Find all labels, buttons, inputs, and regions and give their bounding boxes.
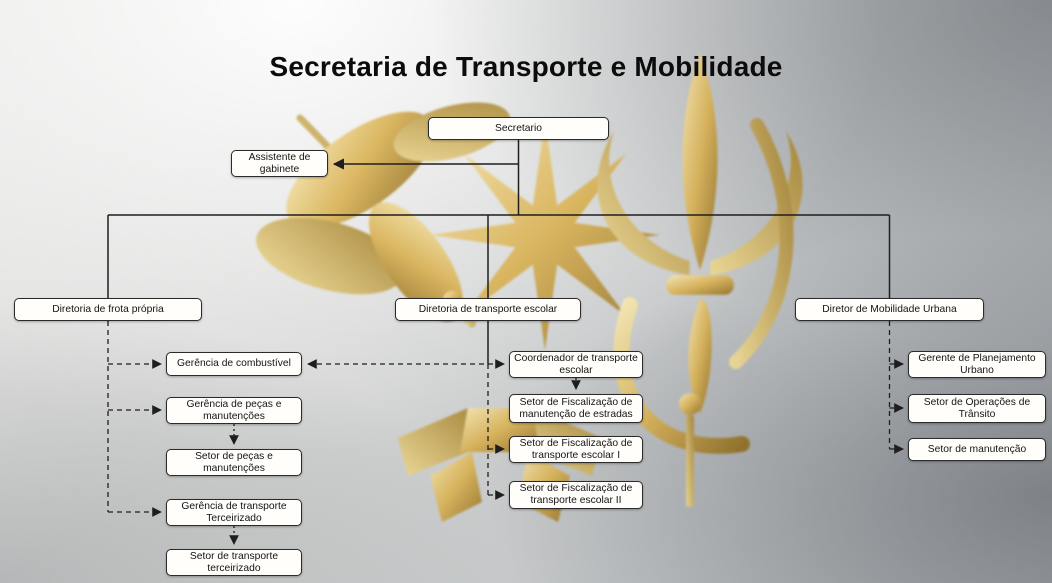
solid-connectors xyxy=(107,140,891,364)
node-diretor-mobilidade-urbana: Diretor de Mobilidade Urbana xyxy=(795,298,984,321)
dashed-connectors xyxy=(107,321,904,517)
node-coordenador-transporte-escolar: Coordenador de transporte escolar xyxy=(509,351,643,378)
node-setor-fiscalizacao-transporte-escolar-2: Setor de Fiscalização de transporte esco… xyxy=(509,481,643,509)
node-gerencia-combustivel: Gerência de combustível xyxy=(166,352,302,376)
node-diretoria-transporte-escolar: Diretoria de transporte escolar xyxy=(395,298,581,321)
node-gerencia-pecas-manutencoes: Gerência de peças e manutenções xyxy=(166,397,302,424)
node-setor-fiscalizacao-manutencao-estradas: Setor de Fiscalização de manutenção de e… xyxy=(509,394,643,423)
node-setor-fiscalizacao-transporte-escolar-1: Setor de Fiscalização de transporte esco… xyxy=(509,436,643,463)
page-title: Secretaria de Transporte e Mobilidade xyxy=(269,50,783,82)
node-gerencia-transporte-terceirizado: Gerência de transporte Terceirizado xyxy=(166,499,302,526)
node-assistente-de-gabinete: Assistente de gabinete xyxy=(231,150,328,177)
node-setor-operacoes-transito: Setor de Operações de Trânsito xyxy=(908,394,1046,423)
node-secretario: Secretario xyxy=(428,117,609,140)
node-setor-transporte-terceirizado: Setor de transporte terceirizado xyxy=(166,549,302,576)
node-setor-pecas-manutencoes: Setor de peças e manutenções xyxy=(166,449,302,476)
node-diretoria-frota-propria: Diretoria de frota própria xyxy=(14,298,202,321)
node-gerente-planejamento-urbano: Gerente de Planejamento Urbano xyxy=(908,351,1046,378)
node-setor-manutencao: Setor de manutenção xyxy=(908,438,1046,461)
dotted-connectors xyxy=(229,378,581,545)
